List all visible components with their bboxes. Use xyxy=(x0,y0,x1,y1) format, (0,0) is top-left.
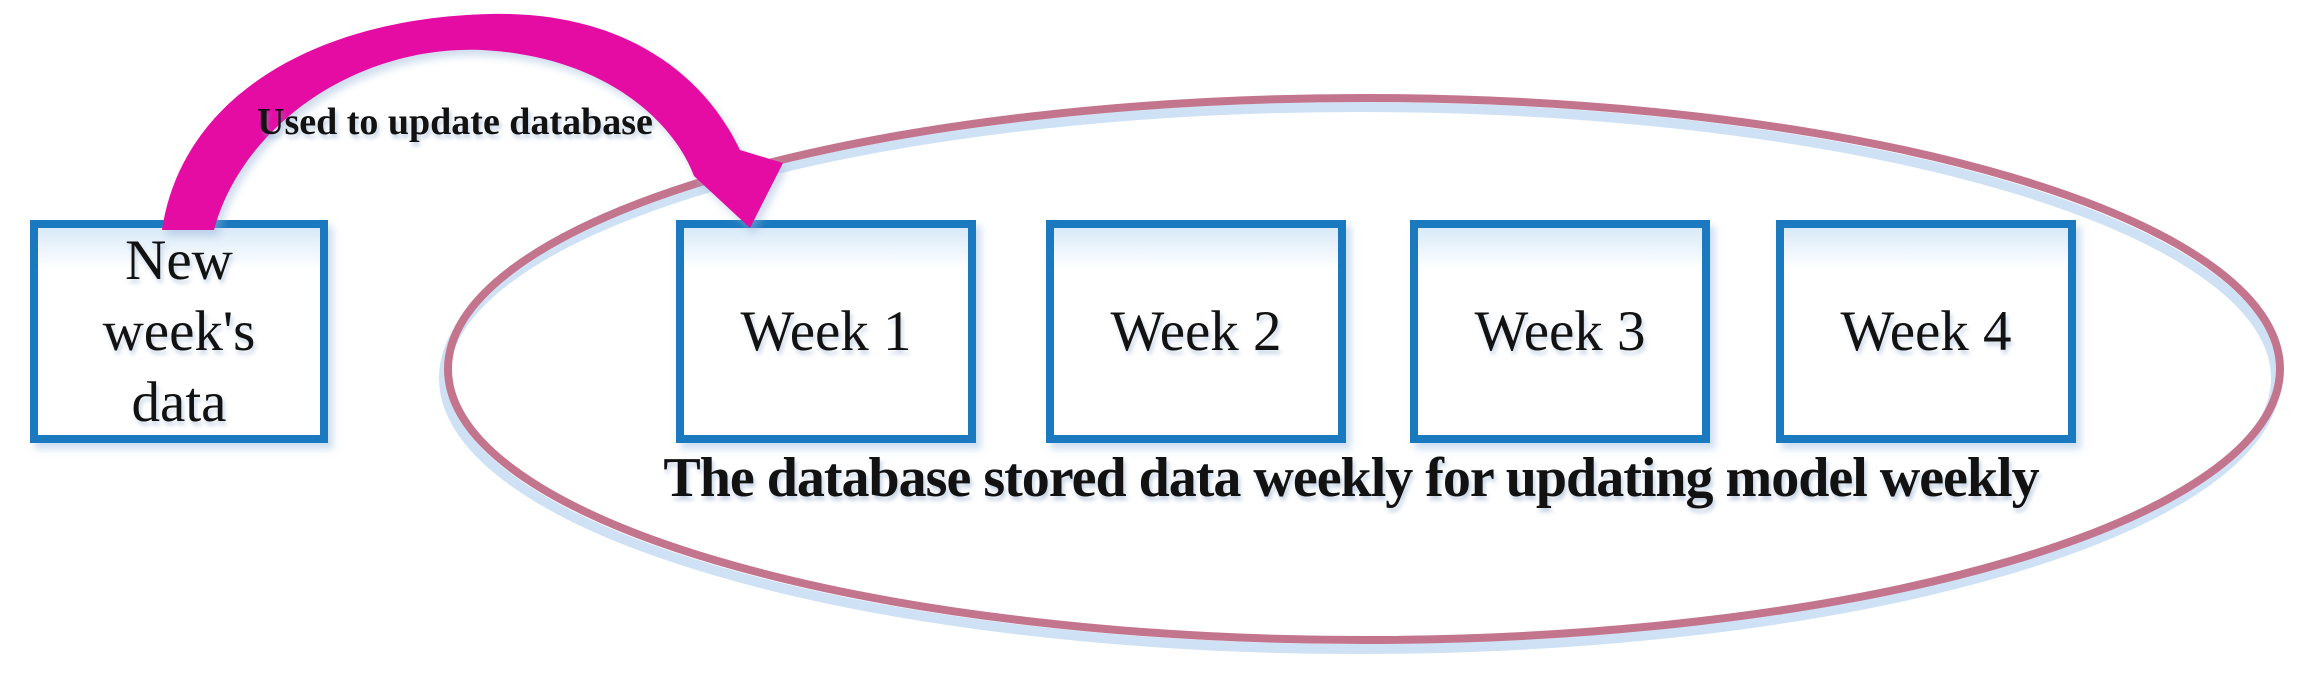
arrow-label: Used to update database xyxy=(257,101,653,143)
new-week-data-box: New week's data xyxy=(30,220,328,443)
new-week-data-label: New week's data xyxy=(102,228,256,435)
week-1-label: Week 1 xyxy=(740,299,912,363)
week-2-box: Week 2 xyxy=(1046,220,1346,443)
week-4-box: Week 4 xyxy=(1776,220,2076,443)
week-1-box: Week 1 xyxy=(676,220,976,443)
database-caption: The database stored data weekly for upda… xyxy=(663,447,2039,509)
week-3-label: Week 3 xyxy=(1474,299,1646,363)
week-3-box: Week 3 xyxy=(1410,220,1710,443)
week-2-label: Week 2 xyxy=(1110,299,1282,363)
week-4-label: Week 4 xyxy=(1840,299,2012,363)
